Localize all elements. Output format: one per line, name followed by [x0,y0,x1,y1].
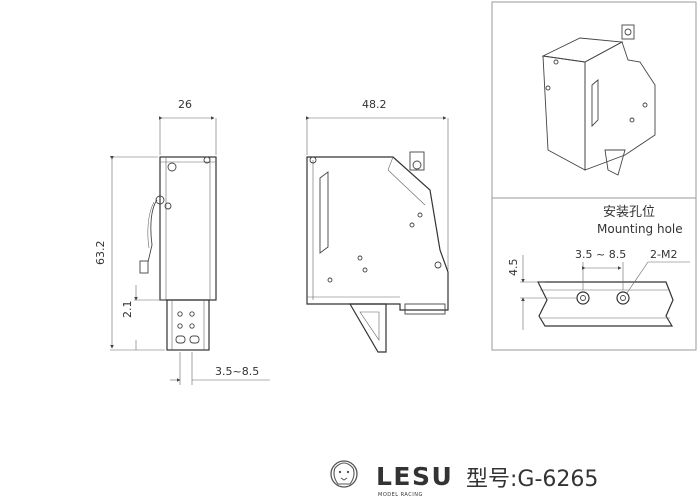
screw-icon [155,195,165,205]
side-width-dimension-label: 48.2 [362,98,387,111]
front-view: 26 63.2 2.1 3.5~8.5 [94,98,270,385]
connector [621,24,635,40]
front-body [159,156,217,301]
hole-spacing-label: 3.5 ~ 8.5 [575,248,626,261]
hole-height-label: 4.5 [507,259,520,277]
side-slot [319,171,329,254]
height-dimension-label: 63.2 [94,241,107,266]
screw-icon [203,156,211,164]
mounting-title-cn: 安装孔位 [603,205,655,220]
connector [409,151,425,171]
front-bracket [166,299,210,351]
brand-logo: LESU [376,462,453,491]
mounting-hole-icon [616,291,630,305]
mounting-panel [491,197,697,351]
mount-bracket [348,303,387,353]
brand-subtitle: MODEL RACING [378,492,423,498]
screw-icon [434,261,442,269]
footer: LESU MODEL RACING 型号:G-6265 [330,460,598,498]
iso-view [541,24,656,176]
offset-dimension-label: 2.1 [121,301,134,319]
lion-logo-icon [330,460,358,488]
mounting-hole-view: 安装孔位 Mounting hole 3.5 ~ 8.5 2-M2 4.5 [507,205,690,330]
hole-size-label: 2-M2 [650,248,677,261]
model-number: 型号:G-6265 [466,467,598,492]
mounting-title-en: Mounting hole [597,222,683,236]
screw-icon [309,156,317,164]
mounting-rail [537,281,674,327]
cable [147,199,158,263]
slot-dimension-label: 3.5~8.5 [215,365,259,378]
screw-icon [167,162,177,172]
mounting-hole-icon [576,291,590,305]
width-dimension-label: 26 [178,98,192,111]
screw-icon [164,202,172,210]
iso-view-panel [491,1,697,199]
side-view: 48.2 [306,98,449,353]
